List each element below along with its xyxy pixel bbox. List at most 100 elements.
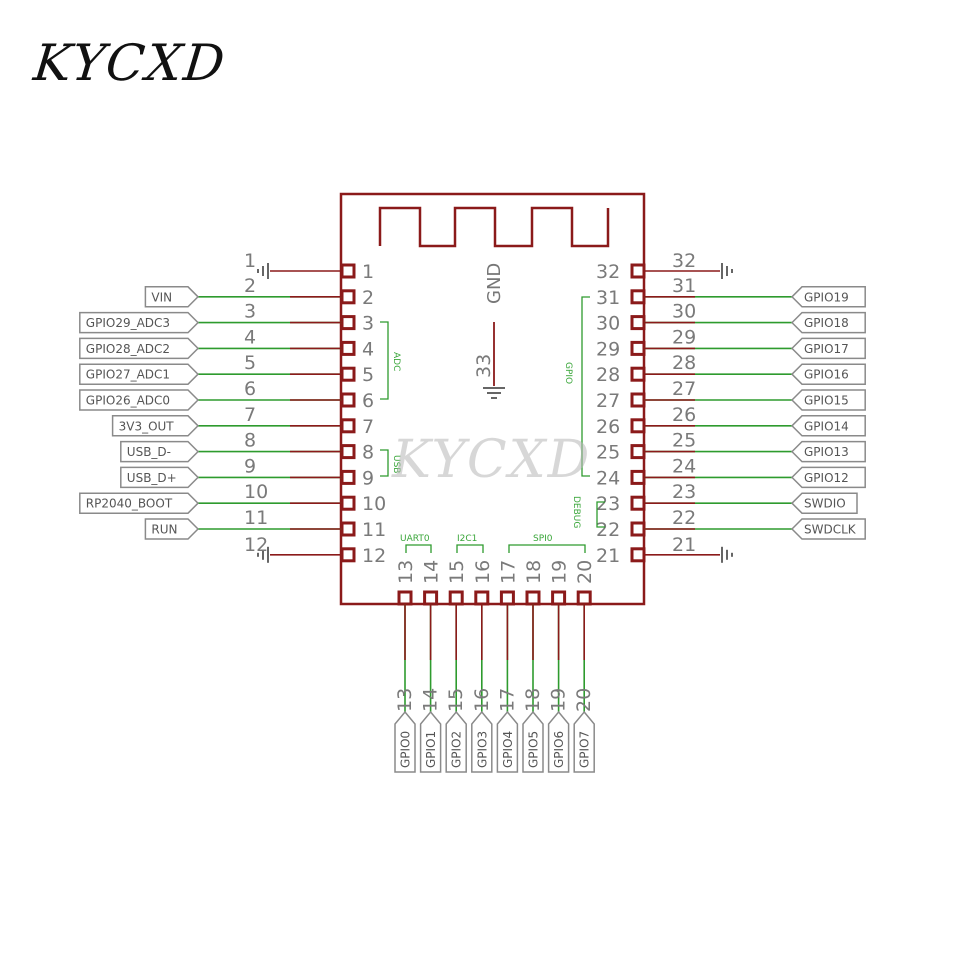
net-number: 27 (672, 378, 696, 400)
pin-pad (630, 521, 646, 537)
net-number: 14 (420, 688, 442, 712)
pin-number: 9 (362, 467, 374, 489)
group-label: GPIO (563, 362, 573, 384)
pin-pad (630, 392, 646, 408)
pin-pad (340, 263, 356, 279)
net-number: 4 (244, 326, 256, 348)
ground-symbol (257, 546, 269, 563)
signal-tag-bottom: GPIO2 (445, 710, 467, 773)
signal-label: GPIO14 (804, 419, 849, 433)
pin-number: 32 (596, 261, 620, 283)
signal-tag-bottom: GPIO6 (547, 710, 570, 773)
signal-label: GPIO3 (475, 731, 489, 768)
signal-tag-bottom: GPIO1 (419, 710, 442, 773)
pin-number: 7 (362, 416, 374, 438)
pin-number: 21 (596, 545, 620, 567)
signal-tag-right: GPIO15 (790, 389, 866, 411)
signal-label: GPIO7 (578, 731, 592, 768)
ground-symbol (721, 263, 733, 279)
signal-label: RP2040_BOOT (86, 497, 173, 511)
pin-number: 27 (596, 390, 620, 412)
pin-number: 11 (362, 519, 386, 541)
pin-number: 6 (362, 390, 374, 412)
pin-pad (630, 340, 646, 356)
group-label: DEBUG (571, 496, 581, 528)
signal-tag-bottom: GPIO3 (471, 710, 493, 773)
net-number: 6 (244, 378, 256, 400)
signal-tag-right: GPIO18 (790, 311, 866, 334)
pin-pad (340, 547, 356, 563)
signal-label: GPIO6 (552, 731, 566, 768)
pin-pad (630, 315, 646, 331)
pin-pad (340, 521, 356, 537)
net-number: 21 (672, 534, 696, 556)
pin-number: 16 (472, 560, 494, 584)
pin-pad (340, 469, 356, 485)
pin-pad (630, 469, 646, 485)
net-number: 30 (672, 301, 696, 323)
usb-group-bracket: USB (380, 449, 401, 477)
pin-pad (340, 340, 356, 356)
signal-tag-bottom: GPIO5 (522, 710, 544, 773)
brand-logo: KYCXD (30, 34, 230, 92)
pin-pad (630, 289, 646, 305)
net-number: 9 (244, 455, 256, 477)
signal-label: GPIO4 (501, 731, 515, 768)
signal-label: GPIO5 (527, 731, 541, 768)
net-number: 31 (672, 275, 696, 297)
signal-label: GPIO16 (804, 368, 849, 382)
pin-number: 8 (362, 442, 374, 464)
signal-label: GPIO0 (399, 731, 413, 768)
net-number: 32 (672, 250, 696, 272)
net-number: 22 (672, 507, 696, 529)
pin-number: 4 (362, 338, 374, 360)
pin-pad (340, 418, 356, 434)
signal-tag-right: SWDCLK (790, 518, 866, 540)
signal-label: SWDIO (804, 497, 846, 511)
signal-label: GPIO1 (424, 731, 438, 768)
pin-pad (525, 590, 541, 606)
pin-number: 3 (362, 313, 374, 335)
pin-number: 15 (446, 560, 468, 584)
signal-tag-right: GPIO13 (790, 440, 866, 463)
net-number: 17 (496, 688, 518, 712)
signal-label: RUN (151, 523, 177, 537)
pin-pad (630, 495, 646, 511)
signal-tag-left: RUN (144, 518, 200, 540)
net-number: 3 (244, 301, 256, 323)
pin-number: 25 (596, 442, 620, 464)
pin-pad (340, 289, 356, 305)
signal-tag-left: VIN (144, 286, 200, 308)
i2c1-group-bracket: I2C1 (456, 534, 484, 553)
pin-number: 17 (497, 560, 519, 584)
pin-pad (340, 495, 356, 511)
center-ground-symbol (483, 387, 505, 399)
group-label: UART0 (400, 534, 430, 544)
pin-pad (340, 444, 356, 460)
pin-number: 31 (596, 287, 620, 309)
pin-number: 26 (596, 416, 620, 438)
signal-tag-bottom: GPIO4 (496, 710, 519, 773)
signal-label: GPIO15 (804, 394, 849, 408)
signal-tag-right: GPIO19 (790, 286, 866, 308)
net-number: 18 (522, 688, 544, 712)
net-number: 7 (244, 404, 256, 426)
signal-label: USB_D- (127, 445, 171, 459)
net-number: 16 (471, 688, 493, 712)
net-number: 28 (672, 352, 696, 374)
pin-number: 23 (596, 493, 620, 515)
group-label: I2C1 (457, 534, 477, 544)
pin-number: 20 (574, 560, 596, 584)
signal-label: GPIO12 (804, 471, 849, 485)
signal-tag-right: SWDIO (790, 492, 858, 514)
signal-tag-left: GPIO28_ADC2 (79, 337, 200, 360)
debug-group-bracket: DEBUG (571, 496, 605, 528)
pin-pad (630, 547, 646, 563)
net-number: 25 (672, 430, 696, 452)
net-number: 15 (445, 688, 467, 712)
ground-symbol (721, 546, 733, 563)
net-number: 11 (244, 507, 268, 529)
pin-pad (340, 315, 356, 331)
signal-tag-right: GPIO17 (790, 337, 866, 360)
